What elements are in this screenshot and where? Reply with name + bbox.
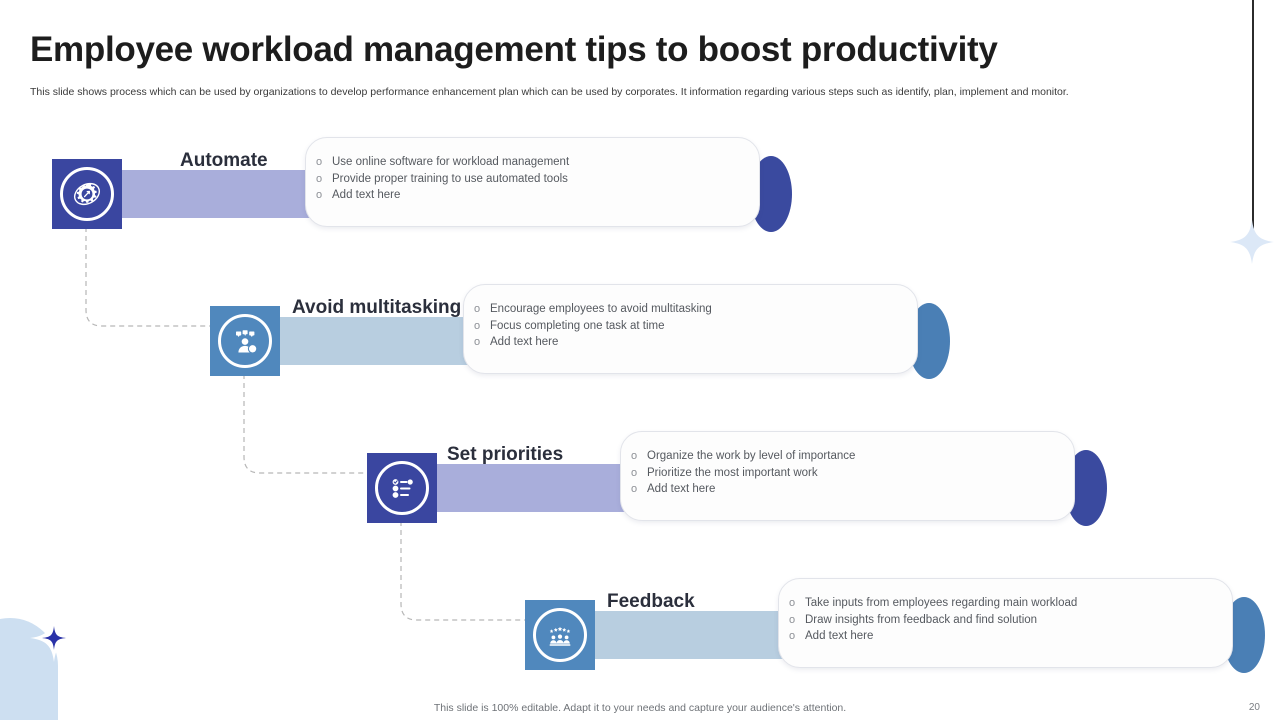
step-icon-box-1[interactable]: [52, 159, 122, 229]
bullet-item: o Take inputs from employees regarding ma…: [779, 595, 1232, 612]
bullet-mark: o: [789, 630, 796, 642]
step-icon-box-4[interactable]: [525, 600, 595, 670]
step-icon-box-3[interactable]: [367, 453, 437, 523]
step-label-2: Avoid multitasking: [292, 297, 462, 318]
step-card-1: o Use online software for workload manage…: [305, 137, 760, 227]
bullet-item: o Draw insights from feedback and find so…: [779, 612, 1232, 629]
step-label-1: Automate: [180, 150, 268, 171]
bullet-mark: o: [631, 483, 638, 495]
vertical-rule-decoration: [1252, 0, 1254, 236]
footer-note: This slide is 100% editable. Adapt it to…: [433, 702, 847, 714]
step-bullets-4: o Take inputs from employees regarding ma…: [779, 595, 1232, 645]
step-bullets-1: o Use online software for workload manage…: [306, 154, 759, 204]
page-number: 20: [1248, 702, 1260, 713]
bullet-item: o Use online software for workload manage…: [306, 154, 759, 171]
bullet-mark: o: [316, 156, 323, 168]
bullet-item: o Add text here: [306, 187, 759, 204]
checklist-sliders-icon: [392, 479, 413, 498]
bullet-item: o Add text here: [779, 628, 1232, 645]
icon-ring-3: [375, 461, 429, 515]
bullet-mark: o: [316, 189, 323, 201]
icon-ring-4: [533, 608, 587, 662]
bullet-mark: o: [631, 466, 638, 479]
step-bullets-2: o Encourage employees to avoid multitaski…: [464, 301, 917, 351]
bullet-text: Focus completing one task at time: [490, 319, 665, 332]
bullet-item: o Add text here: [464, 334, 917, 351]
multitasking-person-icon: [236, 330, 258, 354]
bullet-item: o Prioritize the most important work: [621, 465, 1074, 482]
bullet-text: Take inputs from employees regarding mai…: [805, 597, 1078, 609]
page-subtitle: This slide shows process which can be us…: [30, 86, 1069, 98]
bullet-mark: o: [789, 597, 796, 609]
page-title: Employee workload management tips to boo…: [30, 30, 998, 69]
bullet-item: o Add text here: [621, 481, 1074, 498]
step-label-3: Set priorities: [447, 444, 564, 465]
bullet-text: Organize the work by level of importance: [647, 450, 856, 462]
step-label-4: Feedback: [607, 591, 695, 612]
bullet-item: o Focus completing one task at time: [464, 318, 917, 335]
bullet-item: o Encourage employees to avoid multitaski…: [464, 301, 917, 318]
bullet-text: Add text here: [647, 483, 716, 495]
icon-ring-1: [60, 167, 114, 221]
bullet-text: Draw insights from feedback and find sol…: [805, 613, 1038, 626]
bullet-text: Provide proper training to use automated…: [332, 172, 568, 185]
bullet-text: Add text here: [332, 189, 401, 201]
rating-stars-people-icon: [549, 626, 571, 646]
step-icon-box-2[interactable]: [210, 306, 280, 376]
bullet-item: o Provide proper training to use automate…: [306, 171, 759, 188]
step-card-3: o Organize the work by level of importanc…: [620, 431, 1075, 521]
bullet-mark: o: [789, 613, 796, 626]
bullet-mark: o: [631, 450, 638, 462]
bullet-item: o Organize the work by level of importanc…: [621, 448, 1074, 465]
step-bullets-3: o Organize the work by level of importanc…: [621, 448, 1074, 498]
bullet-mark: o: [474, 319, 481, 332]
gear-icon: [73, 182, 101, 206]
bullet-text: Add text here: [805, 630, 874, 642]
bullet-text: Prioritize the most important work: [647, 466, 818, 479]
bullet-text: Add text here: [490, 336, 559, 348]
icon-ring-2: [218, 314, 272, 368]
bullet-mark: o: [474, 303, 481, 315]
step-card-4: o Take inputs from employees regarding ma…: [778, 578, 1233, 668]
bullet-mark: o: [474, 336, 481, 348]
bullet-text: Use online software for workload managem…: [332, 156, 570, 168]
bullet-text: Encourage employees to avoid multitaskin…: [490, 303, 712, 315]
step-card-2: o Encourage employees to avoid multitaski…: [463, 284, 918, 374]
bullet-mark: o: [316, 172, 323, 185]
